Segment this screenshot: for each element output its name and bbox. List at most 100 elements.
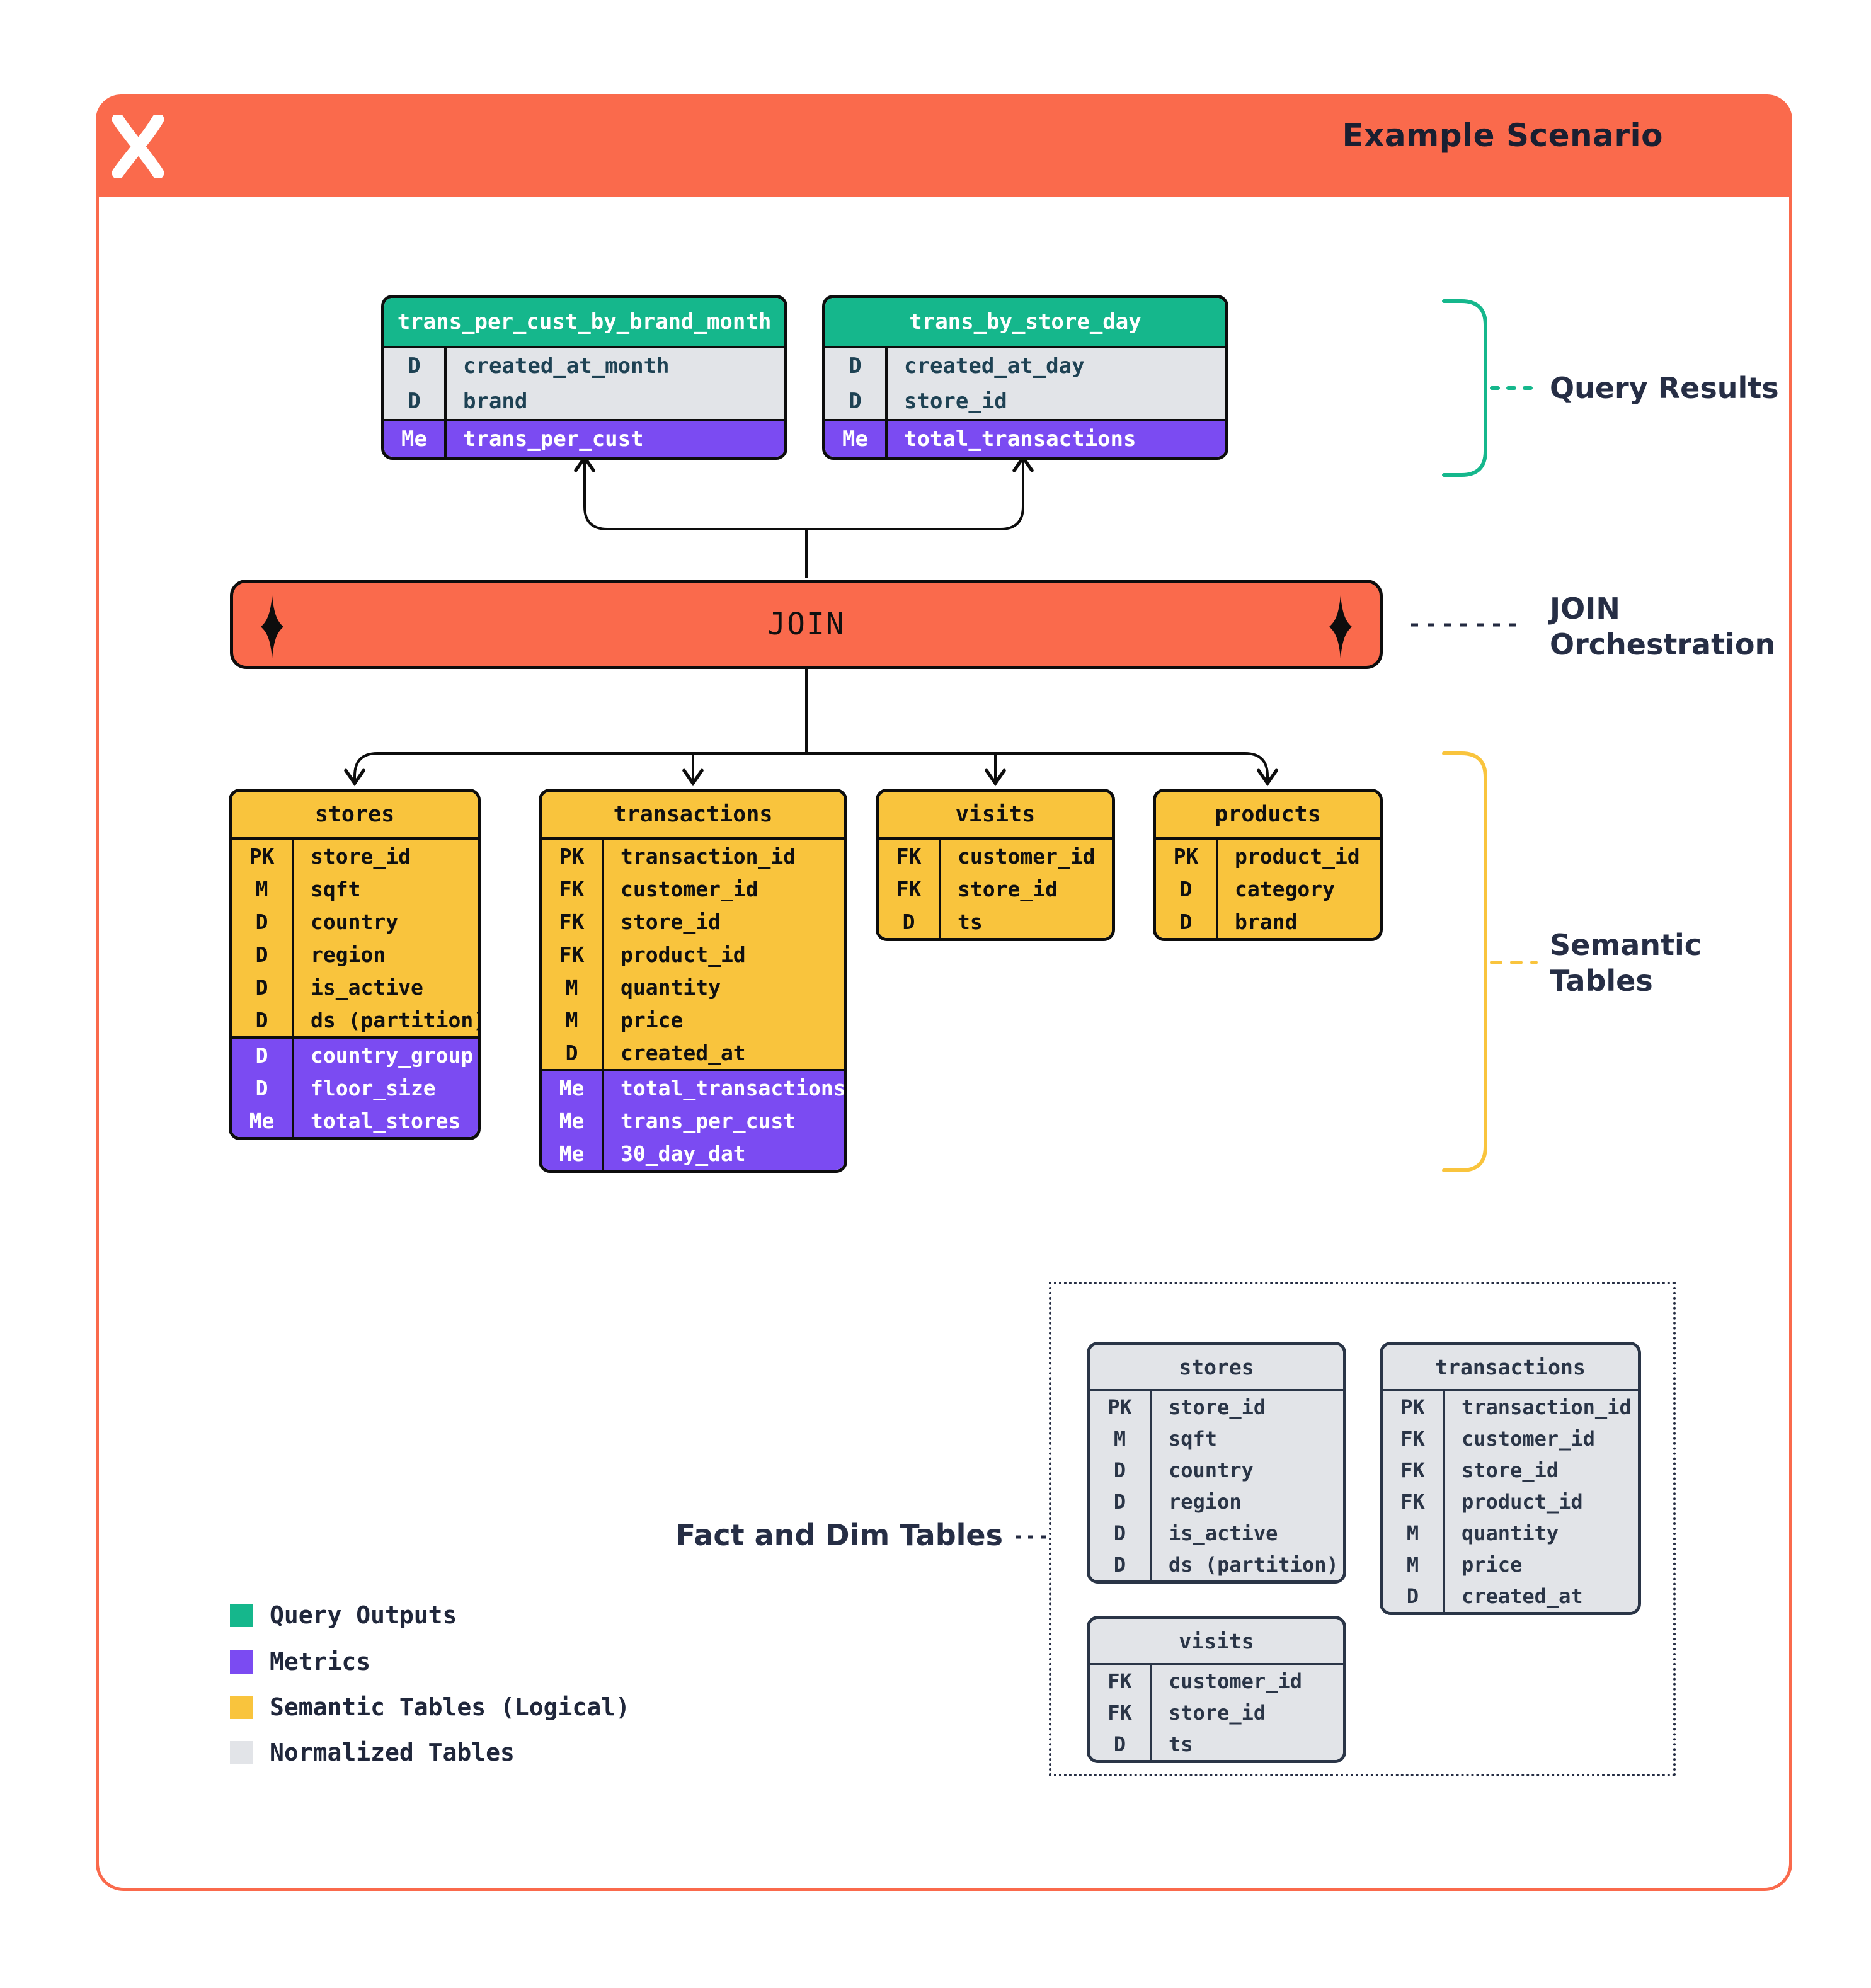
column-name: store_id xyxy=(621,909,721,934)
column-name: is_active xyxy=(311,974,423,1000)
column-type-badge: M xyxy=(542,1003,604,1036)
column-name: ts xyxy=(1169,1732,1193,1756)
join-orchestration-label-line2: Orchestration xyxy=(1550,627,1776,661)
column-name: ds (partition) xyxy=(311,1007,481,1032)
column-type-badge: M xyxy=(1383,1549,1445,1580)
column-name: created_at xyxy=(621,1040,746,1065)
column-name: customer_id xyxy=(621,876,758,901)
table-title: visits xyxy=(879,792,1112,840)
column-type-badge: D xyxy=(825,384,888,419)
column-type-badge: PK xyxy=(542,840,604,872)
legend-item-query-outputs: Query Outputs xyxy=(230,1601,457,1629)
legend-swatch-semantic-tables xyxy=(230,1695,253,1719)
column-name: store_id xyxy=(958,876,1058,901)
column-type-badge: D xyxy=(232,1003,294,1036)
column-name: store_id xyxy=(311,843,411,869)
column-name: quantity xyxy=(1462,1521,1559,1545)
fact-dim-dotted-box xyxy=(1049,1282,1676,1776)
column-name: country xyxy=(311,909,399,934)
column-type-badge: FK xyxy=(879,840,941,872)
column-name: ts xyxy=(958,909,983,934)
column-type-badge: D xyxy=(232,1039,294,1071)
header-bar xyxy=(96,94,1792,197)
legend-label: Normalized Tables xyxy=(270,1739,515,1766)
table-title: transactions xyxy=(542,792,844,840)
column-name: price xyxy=(621,1007,684,1032)
column-name: product_id xyxy=(1235,843,1360,869)
table-row: FK customer_id xyxy=(542,872,844,905)
column-name: floor_size xyxy=(311,1075,436,1100)
column-name: country xyxy=(1169,1458,1254,1482)
column-name: sqft xyxy=(1169,1427,1218,1451)
column-name: store_id xyxy=(1462,1458,1559,1482)
column-type-badge: Me xyxy=(384,421,447,457)
column-name: store_id xyxy=(1169,1395,1266,1419)
column-name: ds (partition) xyxy=(1169,1553,1339,1577)
column-name: trans_per_cust xyxy=(463,426,644,452)
legend-swatch-metrics xyxy=(230,1650,253,1674)
column-type-badge: M xyxy=(1090,1423,1152,1454)
column-type-badge: D xyxy=(1156,872,1218,905)
column-type-badge: M xyxy=(1383,1517,1445,1549)
legend-label: Query Outputs xyxy=(270,1601,457,1629)
column-name: trans_per_cust xyxy=(621,1108,796,1133)
four-point-star-icon xyxy=(261,595,283,658)
column-name: customer_id xyxy=(1462,1427,1595,1451)
column-type-badge: M xyxy=(542,971,604,1003)
column-type-badge: D xyxy=(232,938,294,971)
legend-label: Metrics xyxy=(270,1648,371,1676)
column-name: 30_day_dat xyxy=(621,1141,746,1166)
column-type-badge: FK xyxy=(1383,1423,1445,1454)
semantic-tables-label-line1: Semantic xyxy=(1550,928,1702,962)
table-row: Me trans_per_cust xyxy=(384,419,784,457)
column-name: transaction_id xyxy=(1462,1395,1632,1419)
column-type-badge: Me xyxy=(542,1137,604,1170)
column-type-badge: FK xyxy=(1090,1697,1152,1728)
table-row: PK transaction_id xyxy=(1383,1391,1638,1423)
column-type-badge: Me xyxy=(542,1071,604,1104)
table-row: Me 30_day_dat xyxy=(542,1137,844,1170)
column-type-badge: FK xyxy=(1383,1486,1445,1517)
column-type-badge: D xyxy=(1383,1580,1445,1612)
table-title: trans_by_store_day xyxy=(825,298,1225,348)
legend-label: Semantic Tables (Logical) xyxy=(270,1693,630,1721)
join-orchestration-label-line1: JOIN xyxy=(1550,591,1620,626)
column-name: created_at xyxy=(1462,1584,1583,1608)
column-type-badge: FK xyxy=(542,872,604,905)
column-name: brand xyxy=(1235,909,1298,934)
legend-item-semantic-tables: Semantic Tables (Logical) xyxy=(230,1693,630,1721)
column-name: region xyxy=(311,942,386,967)
column-type-badge: PK xyxy=(1383,1391,1445,1423)
column-type-badge: Me xyxy=(232,1104,294,1137)
column-type-badge: FK xyxy=(1383,1454,1445,1486)
table-row: Me total_stores xyxy=(232,1104,478,1137)
legend-item-normalized-tables: Normalized Tables xyxy=(230,1739,515,1766)
column-name: brand xyxy=(463,389,528,414)
join-orchestration-label: JOIN Orchestration xyxy=(1550,591,1775,663)
join-bar-label: JOIN xyxy=(767,607,845,642)
column-name: sqft xyxy=(311,876,361,901)
column-name: total_stores xyxy=(311,1108,461,1133)
